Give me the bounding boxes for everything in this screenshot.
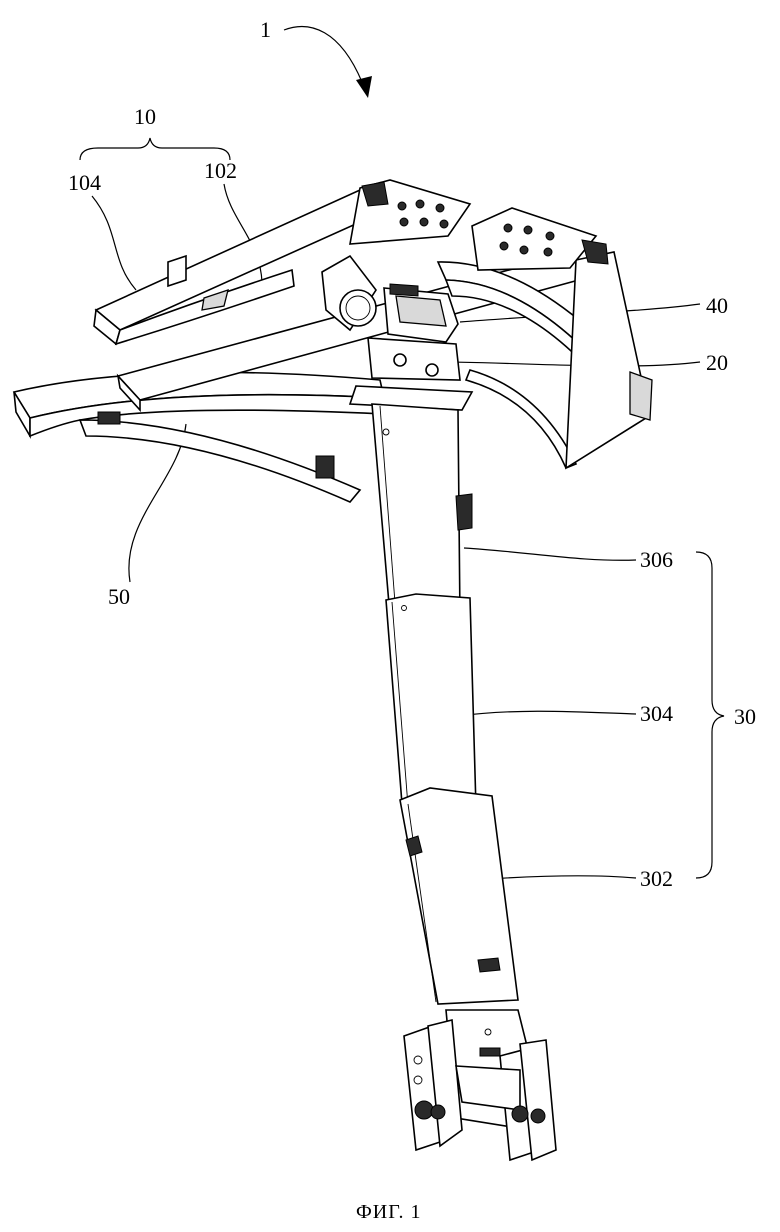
leader-rail (129, 424, 186, 582)
leader-frame-part-a (92, 196, 136, 290)
rail-left (14, 372, 384, 502)
brace-column (696, 552, 724, 878)
label-rail: 50 (108, 584, 130, 609)
column-section-lower (400, 788, 518, 1004)
label-frame-part-b: 102 (204, 158, 237, 183)
label-assembly: 1 (260, 17, 271, 42)
label-section-middle: 304 (640, 701, 673, 726)
joint-block (350, 338, 472, 410)
clevis-mount (404, 1010, 556, 1160)
figure-caption: ФИГ. 1 (356, 1201, 422, 1223)
label-column: 30 (734, 704, 756, 729)
mount-plate-left (350, 180, 470, 244)
column-section-upper (372, 404, 472, 620)
leader-section-upper (464, 548, 636, 560)
brace-frame (80, 138, 230, 160)
label-frame: 10 (134, 104, 156, 129)
label-section-upper: 306 (640, 547, 673, 572)
mount-plate-right (472, 208, 608, 270)
label-joint: 20 (706, 350, 728, 375)
leader-assembly (284, 27, 362, 82)
leader-section-middle (458, 711, 636, 716)
label-section-lower: 302 (640, 866, 673, 891)
leader-arrowhead (356, 76, 372, 98)
label-motor: 40 (706, 293, 728, 318)
column-section-middle (386, 594, 476, 808)
label-frame-part-a: 104 (68, 170, 101, 195)
